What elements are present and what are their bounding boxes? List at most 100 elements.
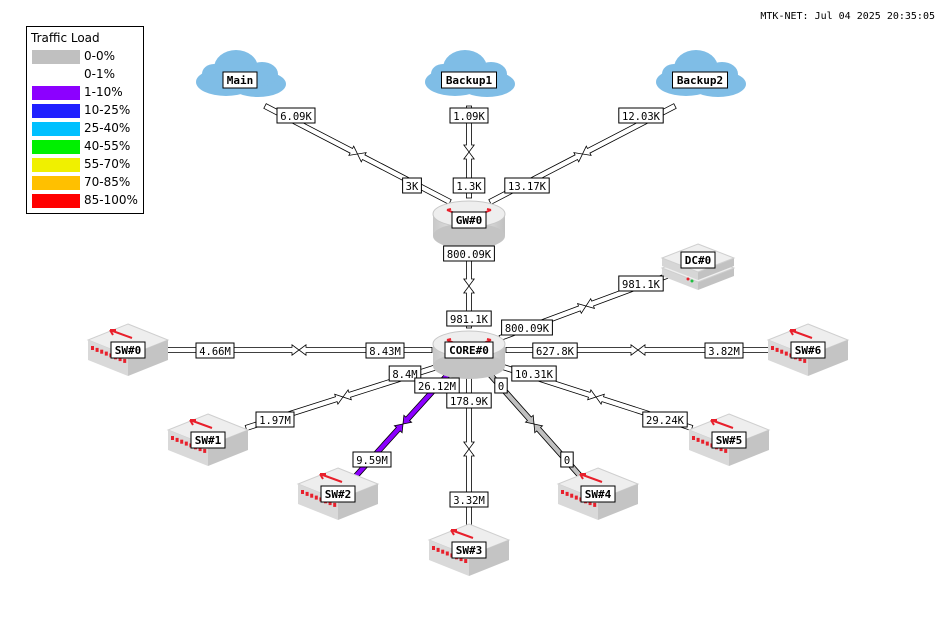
- switch-port: [775, 347, 779, 352]
- link-value-box: [255, 411, 295, 428]
- link-value-text: 13.17K: [508, 181, 547, 193]
- node-label-box: [672, 71, 728, 89]
- link-value-text: 981.1K: [622, 279, 661, 291]
- node-label: SW#1: [195, 434, 222, 447]
- node-label-box: [711, 431, 747, 449]
- legend-label: 0-0%: [84, 49, 116, 63]
- switch-port: [570, 493, 574, 498]
- switch-port: [95, 347, 99, 352]
- link-value-text: 12.03K: [622, 111, 661, 123]
- link-value-label: 800.09K: [501, 319, 553, 336]
- switch-port: [432, 546, 435, 550]
- node-label-box: [441, 71, 497, 89]
- switch-side: [469, 540, 509, 576]
- link-value-box: [511, 365, 557, 382]
- legend-swatch: [32, 140, 80, 154]
- link-value-label: 8.4M: [388, 365, 422, 382]
- server-led: [686, 277, 690, 281]
- link-value-label: 178.9K: [446, 392, 492, 409]
- switch-port: [459, 557, 463, 562]
- switch-arrow: [789, 329, 813, 339]
- switch-arrow: [189, 419, 213, 429]
- legend-row: 55-70%: [31, 156, 143, 173]
- link-core0-sw3: [463, 369, 475, 529]
- link-value-box: [446, 392, 492, 409]
- link-value-box: [195, 342, 235, 359]
- switch-port: [104, 351, 108, 356]
- switch-port: [565, 491, 569, 496]
- node-label: Backup2: [677, 74, 723, 87]
- link-value-text: 178.9K: [450, 396, 489, 408]
- node-main: Main: [196, 50, 286, 97]
- link-value-box: [402, 177, 422, 194]
- switch-port: [719, 447, 723, 452]
- server-front: [662, 258, 698, 280]
- switch-port: [305, 491, 309, 496]
- link-value-label: 981.1K: [618, 275, 664, 292]
- link-arrow-in: [637, 344, 771, 356]
- switch-icon: [556, 467, 640, 520]
- switch-arrow: [579, 473, 603, 483]
- link-value-box: [352, 451, 392, 468]
- link-value-box: [501, 319, 553, 336]
- link-value-label: 3K: [402, 177, 422, 194]
- link-value-text: 8.43M: [369, 346, 401, 358]
- switch-port: [198, 447, 202, 452]
- link-value-text: 29.24K: [646, 415, 685, 427]
- link-value-box: [494, 377, 508, 394]
- switch-side: [338, 484, 378, 520]
- switch-port: [310, 493, 314, 498]
- link-value-text: 1.09K: [453, 111, 485, 123]
- switch-port: [91, 346, 94, 350]
- cloud-lobe: [202, 64, 226, 84]
- link-value-label: 1.3K: [452, 177, 486, 194]
- link-value-label: 9.59M: [352, 451, 392, 468]
- link-value-label: 4.66M: [195, 342, 235, 359]
- legend-swatch: [32, 158, 80, 172]
- switch-arrow: [319, 473, 343, 483]
- switch-port: [803, 358, 807, 363]
- legend-row: 25-40%: [31, 120, 143, 137]
- switch-port: [301, 490, 304, 494]
- node-label: Backup1: [446, 74, 493, 87]
- node-sw1: SW#1: [166, 413, 250, 466]
- legend-label: 10-25%: [84, 103, 131, 117]
- switch-port: [724, 448, 728, 453]
- legend-swatch: [32, 68, 80, 82]
- link-value-box: [388, 365, 422, 382]
- node-core0: CORE#0: [432, 330, 506, 379]
- link-value-label: 12.03K: [618, 107, 664, 124]
- switch-icon: [296, 467, 380, 520]
- link-value-box: [449, 107, 489, 124]
- legend-label: 40-55%: [84, 139, 131, 153]
- link-value-text: 1.3K: [456, 181, 482, 193]
- node-label-box: [222, 71, 258, 89]
- link-value-text: 800.09K: [447, 249, 492, 261]
- legend-row: 70-85%: [31, 174, 143, 191]
- link-value-box: [642, 411, 688, 428]
- legend-swatch: [32, 122, 80, 136]
- link-value-box: [443, 245, 495, 262]
- switch-side: [598, 484, 638, 520]
- node-label-box: [444, 341, 494, 359]
- node-label: SW#2: [325, 488, 352, 501]
- node-gw0: GW#0: [432, 200, 506, 249]
- switch-port: [100, 349, 104, 354]
- link-value-text: 981.1K: [450, 314, 489, 326]
- legend-row: 10-25%: [31, 102, 143, 119]
- legend-swatch: [32, 176, 80, 190]
- link-value-label: 13.17K: [504, 177, 550, 194]
- link-value-text: 3.82M: [708, 346, 740, 358]
- node-dc0: DC#0: [660, 243, 736, 290]
- link-value-label: 26.12M: [414, 377, 460, 394]
- switch-port: [441, 549, 445, 554]
- node-label-box: [110, 341, 146, 359]
- router-base: [433, 353, 505, 379]
- link-value-box: [618, 107, 664, 124]
- link-value-label: 627.8K: [532, 342, 578, 359]
- switch-port: [692, 436, 695, 440]
- link-value-text: 9.59M: [356, 455, 388, 467]
